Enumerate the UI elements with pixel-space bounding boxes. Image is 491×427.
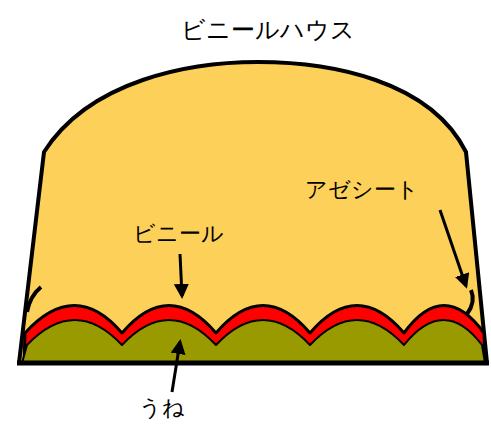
ground-line: [17, 361, 489, 366]
diagram-title: ビニールハウス: [181, 16, 355, 45]
leader-arrow: [440, 210, 466, 286]
leader-arrow: [172, 342, 180, 392]
part-label: うね: [139, 395, 185, 421]
aze-sheet: [27, 287, 41, 312]
part-label: ビニール: [133, 221, 224, 247]
soil-ridge: [22, 320, 485, 363]
aze-sheet: [467, 290, 473, 314]
part-label: アゼシート: [305, 177, 419, 203]
greenhouse-outline: [19, 62, 487, 363]
leader-arrow: [180, 254, 182, 296]
